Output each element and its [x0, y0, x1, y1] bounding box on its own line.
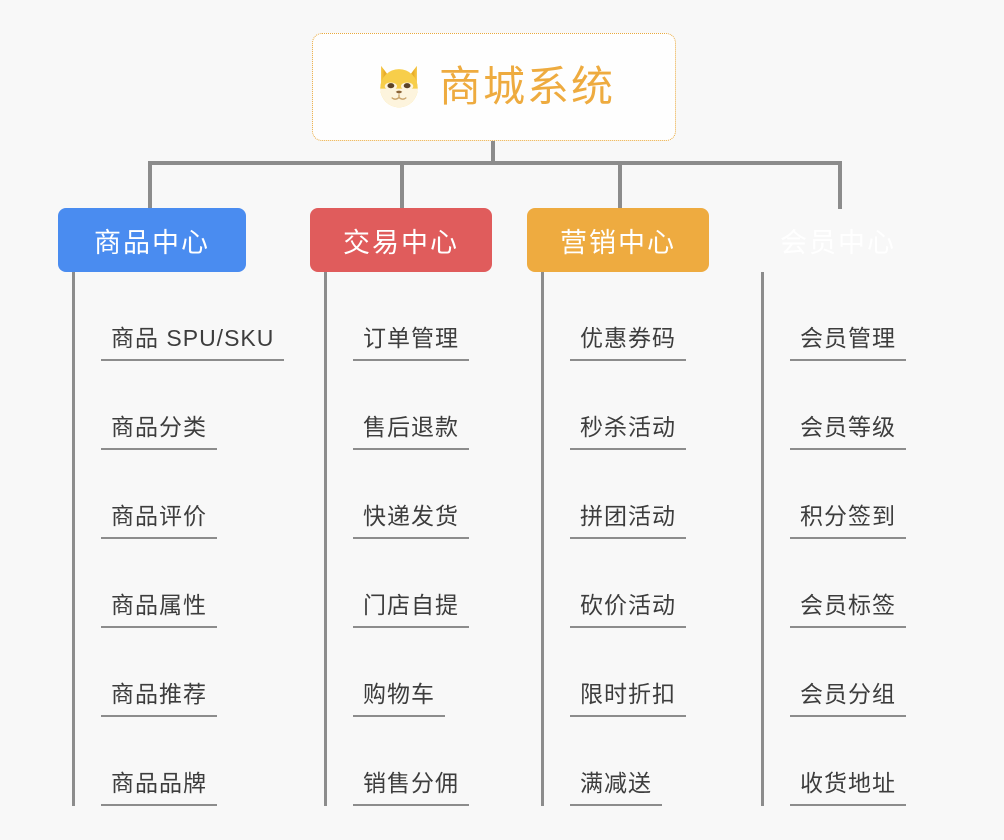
branch-label: 交易中心: [343, 227, 459, 258]
list-item-label: 商品评价: [101, 497, 217, 539]
list-item[interactable]: 门店自提: [327, 539, 492, 628]
list-item[interactable]: 会员等级: [764, 361, 929, 450]
list-item-label: 门店自提: [353, 586, 469, 628]
branch-label: 会员中心: [780, 227, 896, 258]
list-item[interactable]: 优惠券码: [544, 272, 709, 361]
branch-member-center: 会员中心 会员管理 会员等级 积分签到 会员标签 会员分组 收货地址: [747, 208, 929, 806]
list-item[interactable]: 砍价活动: [544, 539, 709, 628]
list-item-label: 满减送: [570, 764, 662, 806]
list-item-label: 商品推荐: [101, 675, 217, 717]
branch-header-product-center[interactable]: 商品中心: [58, 208, 246, 272]
branch-trade-center: 交易中心 订单管理 售后退款 快递发货 门店自提 购物车 销售分佣: [310, 208, 492, 806]
list-item-label: 商品 SPU/SKU: [101, 319, 285, 361]
list-item[interactable]: 购物车: [327, 628, 492, 717]
list-item-label: 会员分组: [790, 675, 906, 717]
list-item[interactable]: 积分签到: [764, 450, 929, 539]
connector-drop-3: [618, 161, 622, 209]
branch-marketing-center: 营销中心 优惠券码 秒杀活动 拼团活动 砍价活动 限时折扣 满减送: [527, 208, 709, 806]
branch-header-marketing-center[interactable]: 营销中心: [527, 208, 709, 272]
branch-items-marketing-center: 优惠券码 秒杀活动 拼团活动 砍价活动 限时折扣 满减送: [541, 272, 709, 806]
list-item[interactable]: 秒杀活动: [544, 361, 709, 450]
branch-product-center: 商品中心 商品 SPU/SKU 商品分类 商品评价 商品属性 商品推荐 商品品牌: [58, 208, 285, 806]
branch-items-trade-center: 订单管理 售后退款 快递发货 门店自提 购物车 销售分佣: [324, 272, 492, 806]
list-item-label: 售后退款: [353, 408, 469, 450]
branch-items-product-center: 商品 SPU/SKU 商品分类 商品评价 商品属性 商品推荐 商品品牌: [72, 272, 285, 806]
list-item-label: 积分签到: [790, 497, 906, 539]
list-item[interactable]: 会员分组: [764, 628, 929, 717]
connector-root-stem: [491, 141, 495, 165]
list-item[interactable]: 订单管理: [327, 272, 492, 361]
list-item-label: 会员标签: [790, 586, 906, 628]
connector-drop-1: [148, 161, 152, 209]
list-item-label: 秒杀活动: [570, 408, 686, 450]
list-item[interactable]: 会员管理: [764, 272, 929, 361]
list-item[interactable]: 商品推荐: [75, 628, 246, 717]
list-item-label: 订单管理: [353, 319, 469, 361]
list-item-label: 商品属性: [101, 586, 217, 628]
branch-header-member-center[interactable]: 会员中心: [747, 208, 929, 272]
list-item-label: 优惠券码: [570, 319, 686, 361]
branch-items-member-center: 会员管理 会员等级 积分签到 会员标签 会员分组 收货地址: [761, 272, 929, 806]
connector-drop-4: [838, 161, 842, 209]
list-item[interactable]: 会员标签: [764, 539, 929, 628]
list-item[interactable]: 商品评价: [75, 450, 246, 539]
list-item-label: 商品品牌: [101, 764, 217, 806]
list-item[interactable]: 商品品牌: [75, 717, 246, 806]
connector-drop-2: [400, 161, 404, 209]
branch-label: 商品中心: [94, 227, 210, 258]
list-item[interactable]: 限时折扣: [544, 628, 709, 717]
list-item-label: 购物车: [353, 675, 445, 717]
list-item[interactable]: 满减送: [544, 717, 709, 806]
connector-bus-bar: [148, 161, 842, 165]
list-item-label: 限时折扣: [570, 675, 686, 717]
list-item[interactable]: 商品分类: [75, 361, 246, 450]
list-item-label: 快递发货: [353, 497, 469, 539]
list-item-label: 销售分佣: [353, 764, 469, 806]
list-item-label: 会员管理: [790, 319, 906, 361]
branch-label: 营销中心: [560, 227, 676, 258]
list-item[interactable]: 快递发货: [327, 450, 492, 539]
root-node[interactable]: 商城系统: [312, 33, 676, 141]
list-item-label: 会员等级: [790, 408, 906, 450]
branch-header-trade-center[interactable]: 交易中心: [310, 208, 492, 272]
list-item[interactable]: 销售分佣: [327, 717, 492, 806]
list-item[interactable]: 收货地址: [764, 717, 929, 806]
list-item-label: 拼团活动: [570, 497, 686, 539]
list-item-label: 商品分类: [101, 408, 217, 450]
root-title: 商城系统: [438, 63, 615, 110]
list-item-label: 砍价活动: [570, 586, 686, 628]
list-item[interactable]: 拼团活动: [544, 450, 709, 539]
list-item[interactable]: 售后退款: [327, 361, 492, 450]
list-item-label: 收货地址: [790, 764, 906, 806]
list-item[interactable]: 商品 SPU/SKU: [75, 272, 285, 361]
list-item[interactable]: 商品属性: [75, 539, 246, 628]
shiba-inu-dog-face-icon: [380, 65, 418, 108]
